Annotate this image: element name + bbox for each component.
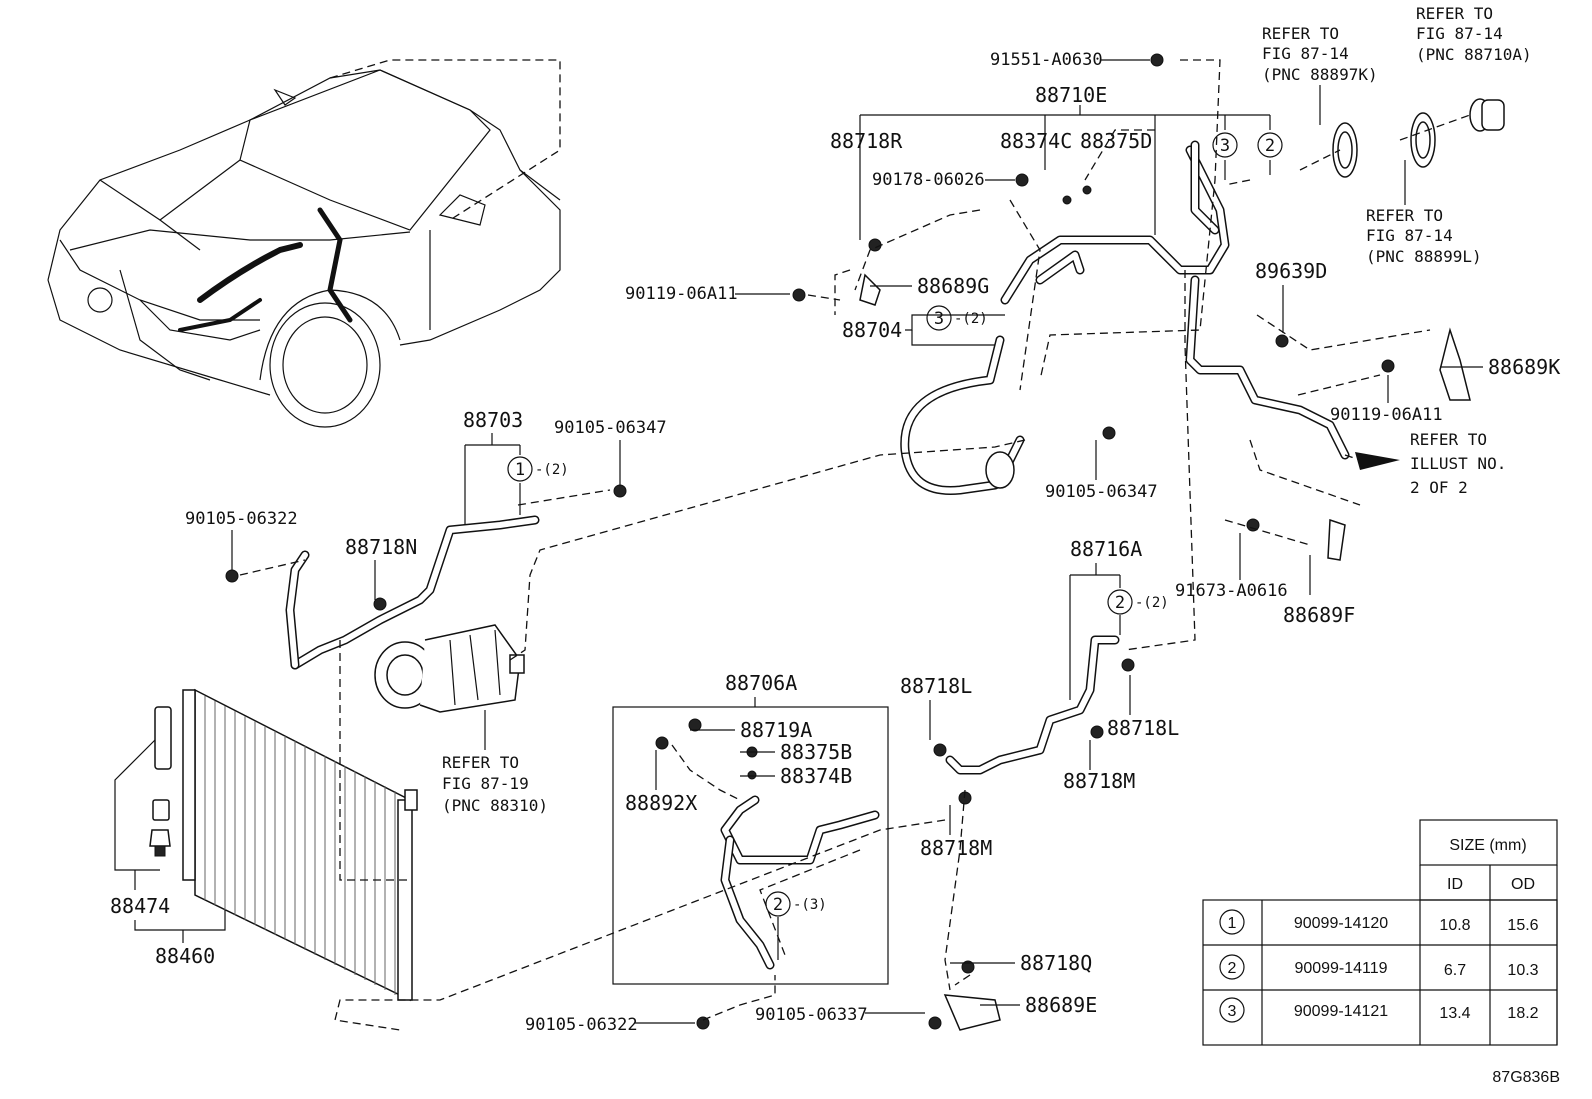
- label-88703: 88703: [463, 408, 523, 432]
- label-90105-06337: 90105-06337: [755, 1005, 868, 1025]
- refer-88897K-line3: (PNC 88897K): [1262, 65, 1378, 84]
- label-88689K: 88689K: [1488, 355, 1560, 379]
- label-88718L-left: 88718L: [900, 674, 972, 698]
- size-table-col-od: OD: [1511, 876, 1535, 893]
- callout-2-88716A: 2: [1115, 593, 1125, 613]
- label-88718L-right: 88718L: [1107, 716, 1179, 740]
- refer-88310-line3: (PNC 88310): [442, 796, 548, 815]
- label-90105-06322-bottom: 90105-06322: [525, 1015, 638, 1035]
- label-88375D: 88375D: [1080, 129, 1152, 153]
- table-row-3-part: 90099-14121: [1294, 1003, 1388, 1020]
- qty-88703: -(2): [535, 462, 569, 478]
- label-90105-06347-top: 90105-06347: [554, 418, 667, 438]
- refer-illust-line1: REFER TO: [1410, 430, 1487, 449]
- refer-88710A-line1: REFER TO: [1416, 4, 1493, 23]
- pipes: [285, 140, 1350, 970]
- label-88718N: 88718N: [345, 535, 417, 559]
- callout-circles: 3 2 3 -(2) 1 -(2) 2 -(2) 2 -(3): [507, 132, 1283, 917]
- small-parts: [225, 53, 1505, 1031]
- refer-illust-line3: 2 OF 2: [1410, 478, 1468, 497]
- refer-88897K-line2: FIG 87-14: [1262, 44, 1349, 63]
- leader-lines: [114, 59, 1483, 1024]
- label-88374B: 88374B: [780, 764, 852, 788]
- diagram-code: 87G836B: [1492, 1069, 1560, 1086]
- refer-88310-line1: REFER TO: [442, 753, 519, 772]
- car-illustration: [47, 59, 561, 428]
- label-88718M-right: 88718M: [1063, 769, 1135, 793]
- label-91673-A0616: 91673-A0616: [1175, 581, 1288, 601]
- label-88716A: 88716A: [1070, 537, 1142, 561]
- label-88375B: 88375B: [780, 740, 852, 764]
- label-90105-06322-left: 90105-06322: [185, 509, 298, 529]
- table-row-2-id: 6.7: [1444, 962, 1466, 979]
- label-88718M-left: 88718M: [920, 836, 992, 860]
- table-row-2-od: 10.3: [1507, 962, 1538, 979]
- callout-2-88706A: 2: [773, 895, 783, 915]
- table-row-3-od: 18.2: [1507, 1005, 1538, 1022]
- qty-88706A: -(3): [793, 897, 827, 913]
- callout-3-88704: 3: [934, 309, 944, 329]
- table-row-3-ref: 3: [1228, 1003, 1237, 1020]
- table-row-1-id: 10.8: [1439, 917, 1470, 934]
- refer-88899L-line3: (PNC 88899L): [1366, 247, 1482, 266]
- refer-88897K-line1: REFER TO: [1262, 24, 1339, 43]
- compressor: [374, 624, 525, 713]
- refer-illust-line2: ILLUST NO.: [1410, 454, 1506, 473]
- label-88706A: 88706A: [725, 671, 797, 695]
- label-90119-06A11-left: 90119-06A11: [625, 284, 738, 304]
- table-row-1-part: 90099-14120: [1294, 915, 1388, 932]
- label-90119-06A11-right: 90119-06A11: [1330, 405, 1443, 425]
- label-88710E: 88710E: [1035, 83, 1107, 107]
- refer-notes: REFER TO FIG 87-14 (PNC 88897K) REFER TO…: [442, 4, 1532, 815]
- size-table-header: SIZE (mm): [1449, 837, 1526, 854]
- qty-88716A: -(2): [1135, 595, 1169, 611]
- refer-88710A-line3: (PNC 88710A): [1416, 45, 1532, 64]
- label-90178-06026: 90178-06026: [872, 170, 985, 190]
- table-row-1-ref: 1: [1228, 915, 1237, 932]
- refer-88710A-line2: FIG 87-14: [1416, 24, 1503, 43]
- condenser-assembly: [149, 688, 418, 1002]
- qty-88704: -(2): [954, 311, 988, 327]
- label-88374C: 88374C: [1000, 129, 1072, 153]
- callout-3-top: 3: [1220, 136, 1230, 156]
- table-row-2-part: 90099-14119: [1294, 960, 1387, 977]
- label-90105-06347-right: 90105-06347: [1045, 482, 1158, 502]
- label-88719A: 88719A: [740, 718, 812, 742]
- label-91551-A0630: 91551-A0630: [990, 50, 1103, 70]
- table-row-1-od: 15.6: [1507, 917, 1538, 934]
- part-labels: 91551-A0630 88710E 88718R 88374C 88375D …: [110, 50, 1560, 1035]
- table-row-3-id: 13.4: [1439, 1005, 1470, 1022]
- refer-88899L-line1: REFER TO: [1366, 206, 1443, 225]
- label-88460: 88460: [155, 944, 215, 968]
- label-88704: 88704: [842, 318, 902, 342]
- callout-1-88703: 1: [515, 460, 525, 480]
- label-88689F: 88689F: [1283, 603, 1355, 627]
- size-table: SIZE (mm) ID OD 1 90099-14120 10.8 15.6 …: [1202, 819, 1558, 1046]
- label-88718R: 88718R: [830, 129, 903, 153]
- dashed-lines: [239, 59, 1471, 1031]
- table-row-2-ref: 2: [1228, 960, 1237, 977]
- refer-88310-line2: FIG 87-19: [442, 774, 529, 793]
- refer-88899L-line2: FIG 87-14: [1366, 226, 1453, 245]
- size-table-col-id: ID: [1447, 876, 1463, 893]
- label-88474: 88474: [110, 894, 170, 918]
- label-88689G: 88689G: [917, 274, 989, 298]
- label-88689E: 88689E: [1025, 993, 1097, 1017]
- callout-2-top: 2: [1265, 136, 1275, 156]
- label-89639D: 89639D: [1255, 259, 1327, 283]
- label-88718Q: 88718Q: [1020, 951, 1092, 975]
- label-88892X: 88892X: [625, 791, 697, 815]
